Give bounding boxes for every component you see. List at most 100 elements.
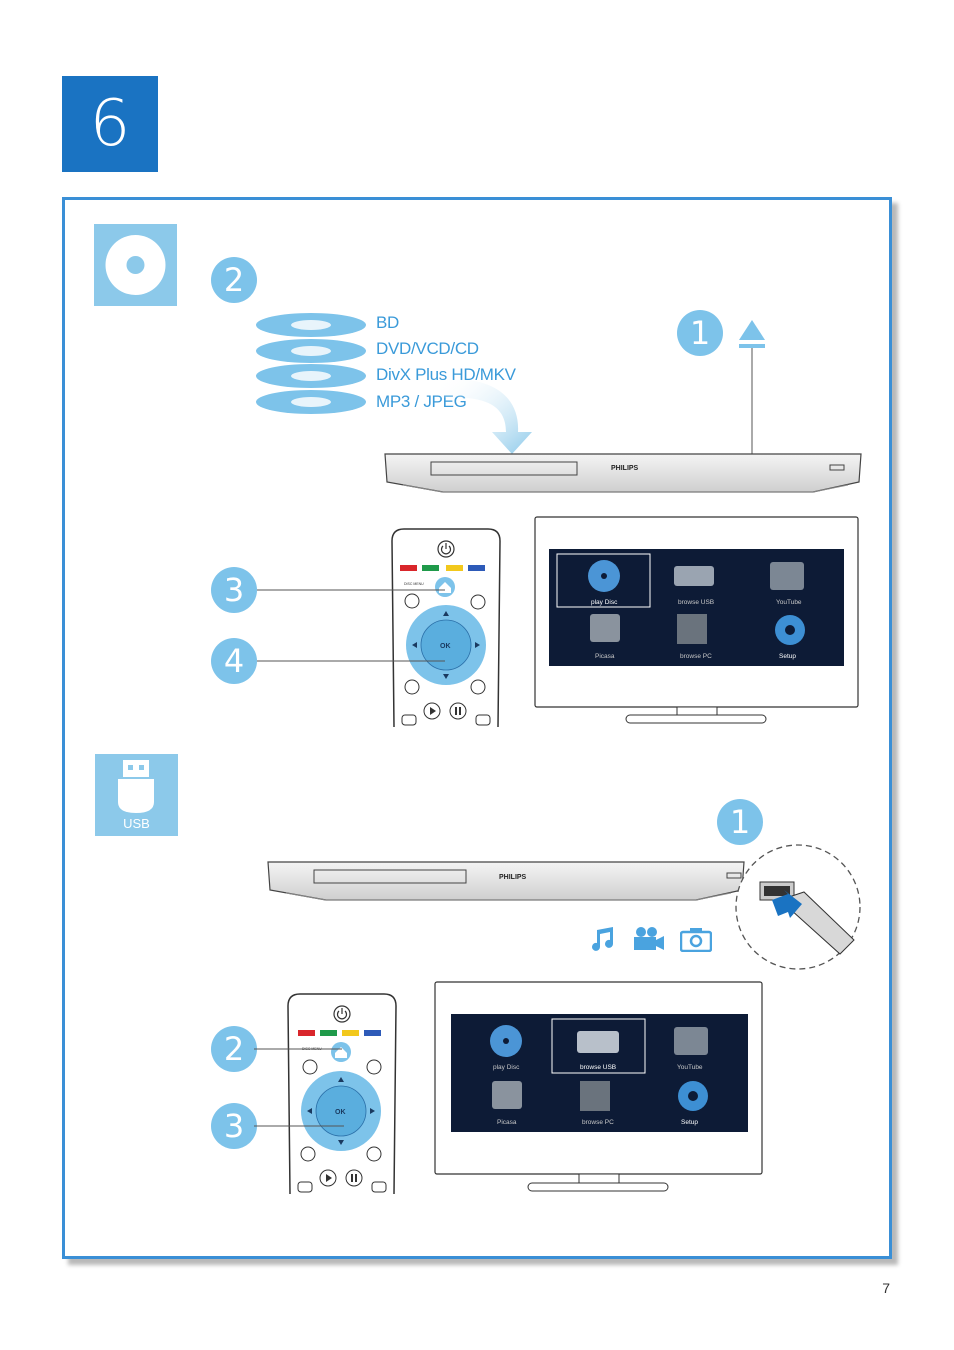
- disc-type-divx: DivX Plus HD/MKV: [376, 365, 516, 384]
- video-camera-icon: [634, 927, 664, 950]
- menu-item-browse-pc[interactable]: browse PC: [582, 1119, 614, 1126]
- usb-drive-icon: [118, 760, 154, 813]
- menu-item-setup[interactable]: Setup: [779, 653, 796, 660]
- left-arrow-icon: [412, 642, 417, 648]
- computer-icon: [677, 614, 707, 644]
- menu-button[interactable]: [470, 679, 486, 695]
- computer-icon: [580, 1081, 610, 1111]
- menu-item-browse-usb[interactable]: browse USB: [580, 1064, 616, 1071]
- right-arrow-icon: [370, 1108, 375, 1114]
- down-arrow-icon: [443, 674, 449, 679]
- usb-port: [726, 872, 742, 879]
- down-arrow-icon: [338, 1140, 344, 1145]
- disc-category-tile: [94, 224, 177, 306]
- prev-button[interactable]: [401, 714, 417, 726]
- leader-line-home-usb: [254, 1048, 342, 1050]
- menu-item-youtube[interactable]: YouTube: [776, 599, 802, 606]
- step-eject-badge: 1: [677, 310, 723, 356]
- player-brand: PHILIPS: [499, 874, 527, 881]
- ok-label: OK: [335, 1109, 346, 1116]
- step-home-usb-badge: 2: [211, 1026, 257, 1072]
- yellow-key[interactable]: [342, 1030, 359, 1036]
- menu-button[interactable]: [366, 1146, 382, 1162]
- step-home-badge: 3: [211, 567, 257, 613]
- menu-item-browse-usb[interactable]: browse USB: [678, 599, 714, 606]
- disc-stack-illustration: [256, 313, 366, 414]
- picasa-icon: [590, 614, 620, 642]
- youtube-icon: [770, 562, 804, 590]
- power-icon: [440, 543, 452, 555]
- picasa-icon: [492, 1081, 522, 1109]
- page-number: 7: [882, 1280, 890, 1296]
- usb-connection-zoom: [735, 844, 861, 970]
- blue-key[interactable]: [364, 1030, 381, 1036]
- selected-item-frame: [556, 553, 651, 608]
- left-arrow-icon: [307, 1108, 312, 1114]
- menu-item-picasa[interactable]: Picasa: [497, 1119, 517, 1126]
- usb-drive-icon: [577, 1031, 619, 1053]
- disc-icon: [105, 235, 166, 295]
- leader-line-home: [257, 589, 445, 591]
- green-key[interactable]: [422, 565, 439, 571]
- up-arrow-icon: [338, 1077, 344, 1082]
- leader-line-select-usb: [254, 1125, 344, 1127]
- youtube-icon: [674, 1027, 708, 1055]
- play-icon: [430, 707, 436, 715]
- tv-disc-menu: play Disc browse USB YouTube Picasa brow…: [534, 516, 859, 724]
- back-button[interactable]: [404, 679, 420, 695]
- options-button[interactable]: [470, 594, 486, 610]
- photo-camera-icon: [680, 928, 712, 952]
- bluray-player-disc: PHILIPS: [384, 453, 862, 493]
- right-arrow-icon: [475, 642, 480, 648]
- menu-item-play-disc[interactable]: play Disc: [591, 599, 618, 606]
- remote-control-usb: DISC MENU OK: [287, 993, 397, 1195]
- disc-menu-label: DISC MENU: [404, 582, 424, 586]
- step-insert-disc-badge: 2: [211, 257, 257, 303]
- green-key[interactable]: [320, 1030, 337, 1036]
- eject-icon: [739, 320, 765, 456]
- usb-drive-icon: [674, 566, 714, 586]
- leader-line-select: [257, 660, 445, 662]
- step-select-usb-badge: 3: [211, 1103, 257, 1149]
- next-button[interactable]: [475, 714, 491, 726]
- tv-usb-menu: play Disc browse USB YouTube Picasa brow…: [434, 981, 763, 1192]
- remote-control-disc: DISC MENU OK: [391, 528, 501, 728]
- player-brand: PHILIPS: [611, 465, 639, 472]
- blue-key[interactable]: [468, 565, 485, 571]
- step-number-badge: 6: [62, 76, 158, 172]
- disc-type-dvd: DVD/VCD/CD: [376, 339, 479, 358]
- back-button[interactable]: [300, 1146, 316, 1162]
- power-icon: [336, 1008, 348, 1020]
- music-icon: [592, 927, 613, 951]
- menu-item-browse-pc[interactable]: browse PC: [680, 653, 712, 660]
- usb-category-label: USB: [123, 816, 150, 831]
- ok-button[interactable]: [420, 619, 472, 671]
- prev-button[interactable]: [297, 1181, 313, 1193]
- menu-item-youtube[interactable]: YouTube: [677, 1064, 703, 1071]
- red-key[interactable]: [400, 565, 417, 571]
- popup-menu-button[interactable]: [302, 1059, 318, 1075]
- ok-button[interactable]: [315, 1085, 367, 1137]
- pause-button[interactable]: [345, 1169, 363, 1187]
- up-arrow-icon: [443, 611, 449, 616]
- red-key[interactable]: [298, 1030, 315, 1036]
- usb-port: [829, 464, 845, 471]
- bluray-player-usb: PHILIPS: [267, 861, 745, 901]
- step-select-badge: 4: [211, 638, 257, 684]
- home-icon: [335, 1047, 347, 1058]
- menu-item-setup[interactable]: Setup: [681, 1119, 698, 1126]
- step-connect-usb-badge: 1: [717, 799, 763, 845]
- next-button[interactable]: [371, 1181, 387, 1193]
- yellow-key[interactable]: [446, 565, 463, 571]
- menu-item-play-disc[interactable]: play Disc: [493, 1064, 520, 1071]
- popup-menu-button[interactable]: [404, 593, 420, 609]
- pause-button[interactable]: [449, 702, 467, 720]
- ok-label: OK: [440, 643, 451, 650]
- selected-item-frame: [551, 1018, 646, 1074]
- menu-item-picasa[interactable]: Picasa: [595, 653, 615, 660]
- options-button[interactable]: [366, 1059, 382, 1075]
- disc-type-bd: BD: [376, 313, 400, 332]
- play-icon: [326, 1174, 332, 1182]
- plug-in-arrow-icon: [772, 890, 802, 918]
- usb-category-tile: USB: [95, 754, 178, 836]
